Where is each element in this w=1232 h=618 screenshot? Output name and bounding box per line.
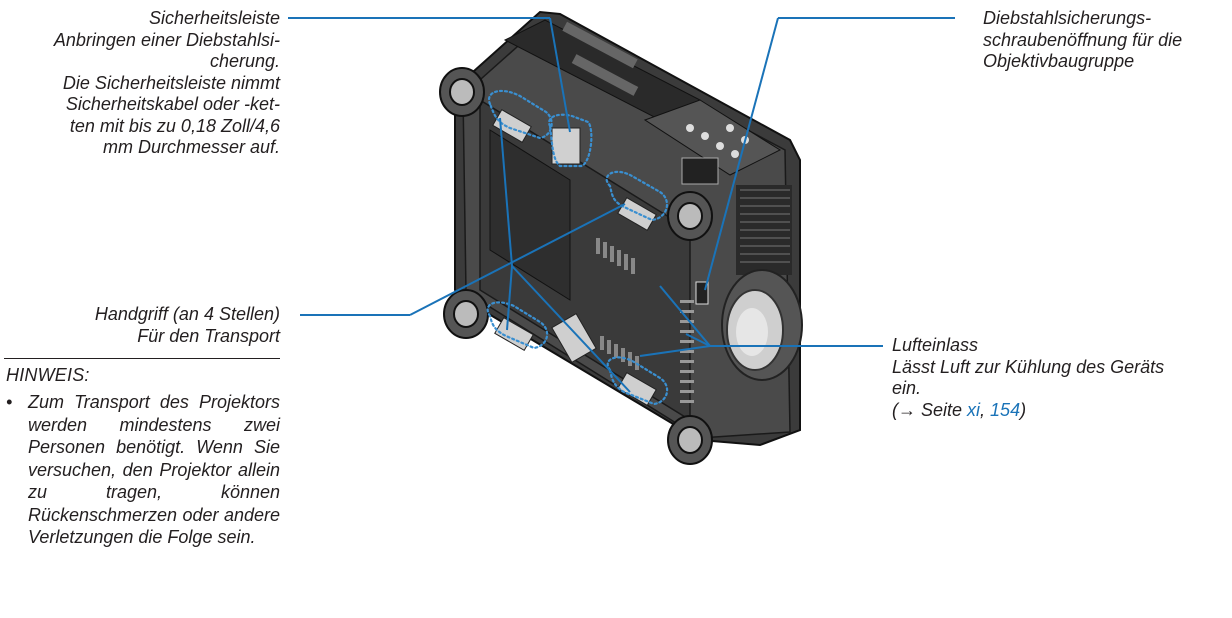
note-divider xyxy=(4,358,280,359)
security-bar-line-4: Sicherheitskabel oder -ket- xyxy=(65,94,280,114)
handle-callout: Handgriff (an 4 Stellen) Für den Transpo… xyxy=(0,304,280,347)
handle-title: Handgriff (an 4 Stellen) xyxy=(94,304,280,324)
security-bar-line-6: mm Durchmesser auf. xyxy=(102,137,280,157)
note-text: Zum Transport des Projektors werden mind… xyxy=(28,392,280,547)
air-intake-reference: (→ Seite xi, 154) xyxy=(892,400,1227,422)
ref-prefix: (→ Seite xyxy=(892,399,968,420)
security-bar-callout: Sicherheitsleiste Anbringen einer Diebst… xyxy=(0,8,280,159)
ref-separator: , xyxy=(980,399,991,420)
handle-highlights xyxy=(486,89,669,406)
note-body: • Zum Transport des Projektors werden mi… xyxy=(6,391,280,549)
lens-lock-line-3: Objektivbaugruppe xyxy=(983,51,1135,71)
page-link-154[interactable]: 154 xyxy=(990,399,1021,420)
lens-lock-line-1: Diebstahlsicherungs- xyxy=(983,8,1152,28)
note-heading: HINWEIS: xyxy=(6,365,90,385)
projector-feet xyxy=(439,67,713,465)
projector-body xyxy=(454,10,803,447)
air-intake-line-1: Lässt Luft zur Kühlung des Geräts xyxy=(892,356,1165,377)
security-bar-line-3: Die Sicherheitsleiste nimmt xyxy=(62,72,280,93)
lens-lock-callout: Diebstahlsicherungs- schraubenöffnung fü… xyxy=(983,8,1228,73)
air-intake-line-2: ein. xyxy=(892,378,922,398)
ref-suffix: ) xyxy=(1020,399,1027,420)
handle-subtitle: Für den Transport xyxy=(137,325,280,346)
note-bullet: • xyxy=(6,392,13,412)
page-link-xi[interactable]: xi xyxy=(967,399,981,420)
security-bar-line-1: Anbringen einer Diebstahlsi- xyxy=(53,29,280,50)
security-bar-line-2: cherung. xyxy=(209,51,280,71)
air-intake-callout: Lufteinlass Lässt Luft zur Kühlung des G… xyxy=(892,335,1227,421)
lens-lock-line-2: schraubenöffnung für die xyxy=(983,29,1183,50)
leader-lines xyxy=(288,17,955,393)
security-bar-title: Sicherheitsleiste xyxy=(148,8,280,28)
security-bar-line-5: ten mit bis zu 0,18 Zoll/4,6 xyxy=(69,115,280,136)
air-intake-title: Lufteinlass xyxy=(892,335,979,355)
